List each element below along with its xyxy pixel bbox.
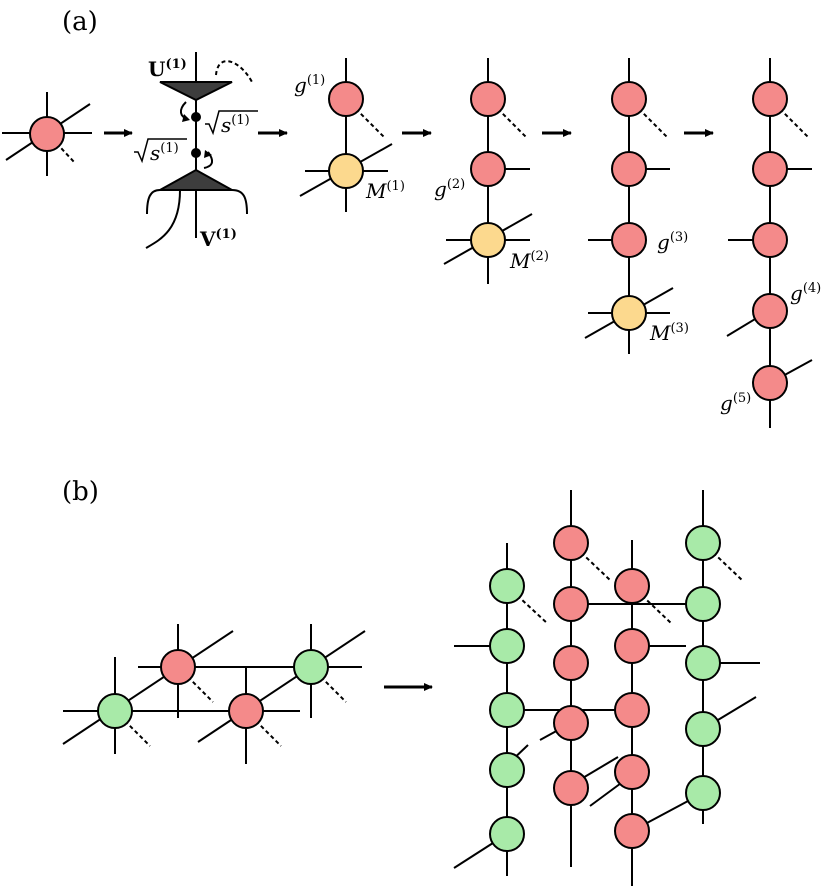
m1-node <box>328 153 364 189</box>
original-network <box>62 624 366 764</box>
u-label: U(1) <box>148 57 187 81</box>
m2-label: M(2) <box>509 249 549 273</box>
g2-label: g(2) <box>434 177 465 201</box>
panel-label-b: (b) <box>62 477 99 507</box>
stage-5 <box>726 58 813 428</box>
g1-label: g(1) <box>294 73 325 97</box>
u-triangle <box>159 81 233 102</box>
m3-label: M(3) <box>649 321 689 345</box>
panel-label-a: (a) <box>62 7 98 37</box>
svg-text:s(1): s(1) <box>221 113 250 137</box>
sqrt-s-bottom: s(1) <box>134 138 187 165</box>
stage-3 <box>443 58 533 284</box>
initial-tensor <box>2 92 92 176</box>
v-triangle <box>156 168 236 191</box>
svg-text:s(1): s(1) <box>150 141 179 165</box>
svd-decomposition <box>145 52 253 249</box>
g3-label: g(3) <box>657 230 688 254</box>
g1-node <box>328 81 364 117</box>
g4-label: g(4) <box>790 281 821 305</box>
stage-2 <box>299 58 393 212</box>
v-label: V(1) <box>199 227 237 251</box>
sqrt-s-top: s(1) <box>205 110 258 137</box>
g5-label: g(5) <box>720 391 751 415</box>
stage-4 <box>584 58 674 354</box>
m1-label: M(1) <box>365 179 405 203</box>
decomposed-network <box>453 490 760 886</box>
